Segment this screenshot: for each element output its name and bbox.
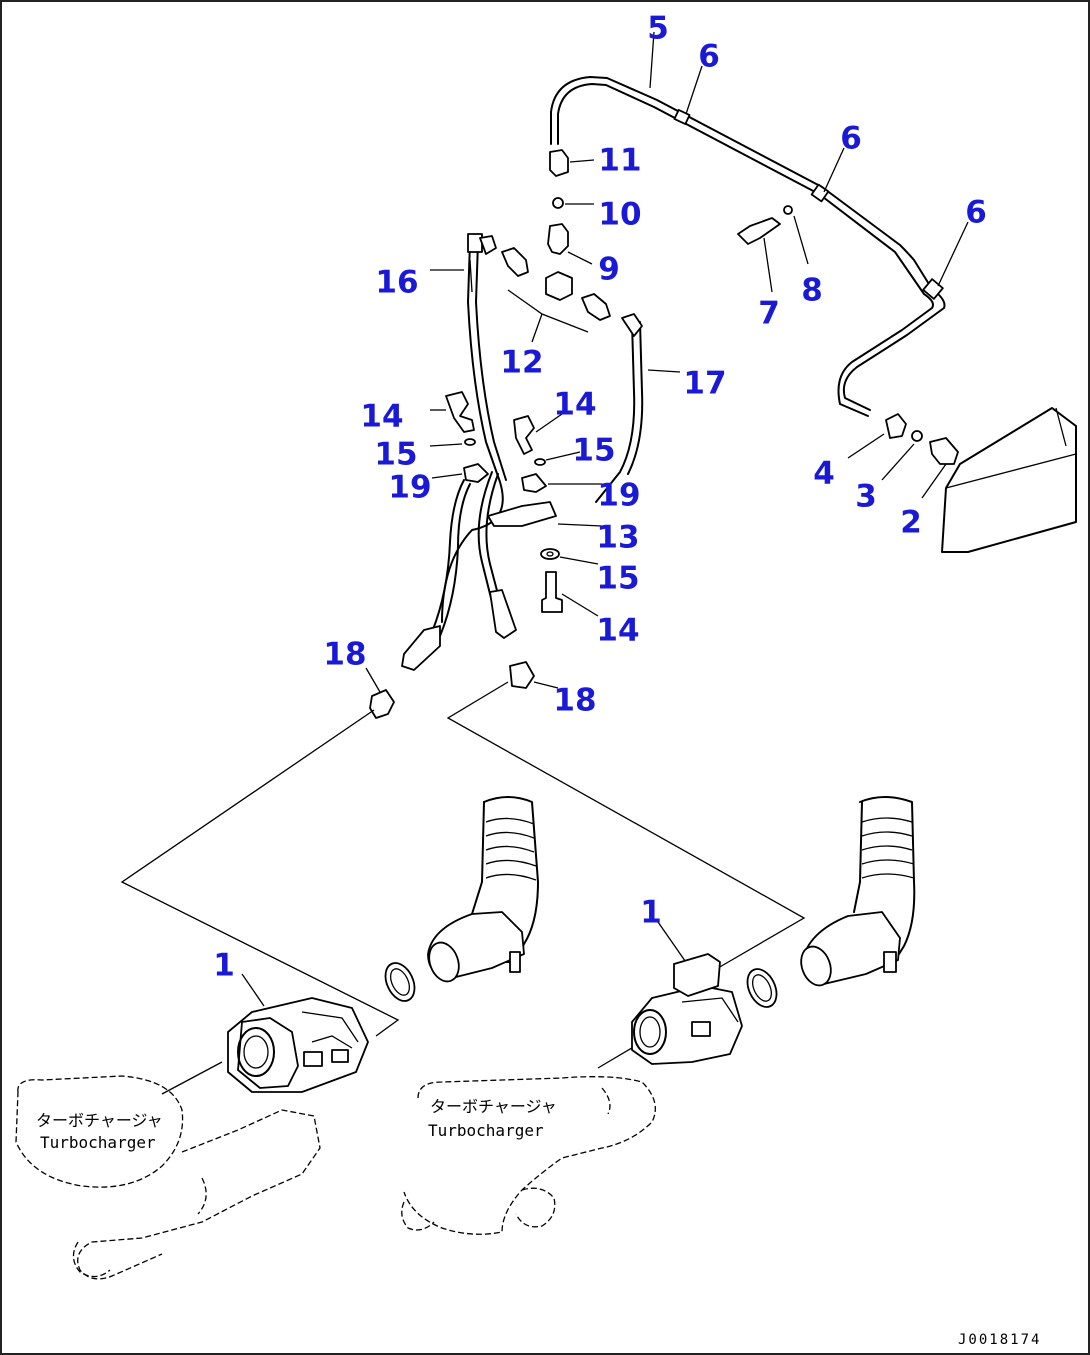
callout-c15c: 15: [596, 561, 639, 597]
drawing-number: J0018174: [958, 1332, 1041, 1348]
hose-16: [430, 233, 507, 623]
callout-c9: 9: [598, 252, 620, 288]
callout-c2: 2: [900, 505, 922, 541]
fittings-2-3-4: [847, 413, 959, 499]
callout-c8: 8: [801, 273, 823, 309]
callout-c19b: 19: [597, 478, 640, 514]
sensor-18-right: [509, 661, 559, 689]
bolt-7-washer-8: [737, 205, 809, 293]
callout-c16: 16: [375, 265, 418, 301]
callout-c10: 10: [598, 197, 641, 233]
callout-c3: 3: [855, 479, 877, 515]
mounting-panel: [941, 407, 1077, 553]
callout-c18b: 18: [553, 683, 596, 719]
callout-c6b: 6: [840, 121, 862, 157]
callout-c6a: 6: [698, 39, 720, 75]
callout-c1a: 1: [640, 895, 662, 931]
actuator-unit-1-left: [227, 997, 369, 1093]
callout-c18a: 18: [323, 637, 366, 673]
turbocharger-notes: ターボチャージャ Turbocharger ターボチャージャ Turbochar…: [36, 1097, 557, 1152]
callout-c17: 17: [683, 366, 726, 402]
callout-c1b: 1: [213, 948, 235, 984]
callout-c14a: 14: [360, 399, 403, 435]
sensor-18-left: [365, 667, 395, 719]
callout-c11: 11: [598, 143, 641, 179]
fitting-stack: [501, 149, 611, 343]
lower-hoses: [401, 471, 517, 671]
callout-c6c: 6: [965, 195, 987, 231]
note-right-jp: ターボチャージャ: [430, 1097, 557, 1116]
callout-c7: 7: [758, 296, 780, 332]
bracket-assembly: [429, 391, 603, 617]
callout-c19a: 19: [388, 470, 431, 506]
callout-c4: 4: [813, 456, 835, 492]
right-turbocharger: [401, 1076, 656, 1235]
note-left-en: Turbocharger: [40, 1133, 156, 1152]
callout-c15a: 15: [374, 437, 417, 473]
actuator-unit-1-right: [631, 953, 743, 1065]
callout-c12: 12: [500, 345, 543, 381]
callout-c14c: 14: [596, 613, 639, 649]
right-duct: [746, 796, 916, 1008]
callout-c5: 5: [647, 11, 669, 47]
left-turbocharger: [15, 1075, 321, 1280]
callout-c15b: 15: [572, 433, 615, 469]
hose-17: [595, 313, 681, 503]
callout-c13: 13: [596, 520, 639, 556]
note-left-jp: ターボチャージャ: [36, 1111, 163, 1130]
tube-assembly: [550, 31, 969, 417]
callout-c14b: 14: [553, 387, 596, 423]
left-duct: [384, 796, 539, 1002]
note-right-en: Turbocharger: [428, 1121, 544, 1140]
